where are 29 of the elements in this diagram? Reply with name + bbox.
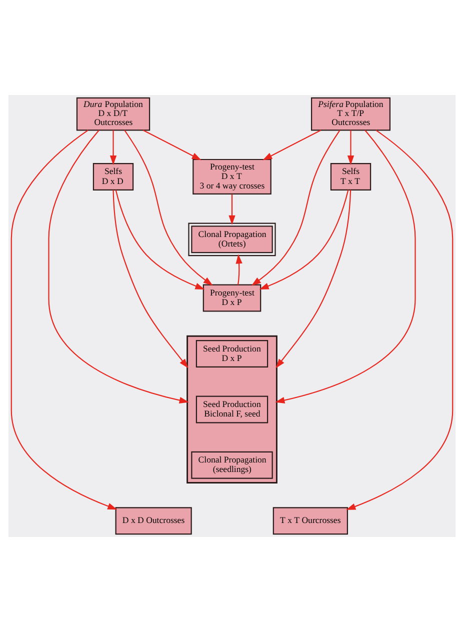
node-box: Clonal Propagation (seedlings) — [191, 450, 273, 478]
node-box: D x D Outcrosses — [115, 506, 192, 534]
arrow — [124, 129, 213, 286]
node-box: Selfs D x D — [92, 162, 134, 190]
node-box: Seed Production D x P — [196, 340, 268, 367]
node-box: Selfs T x T — [330, 162, 372, 190]
arrow — [251, 129, 340, 286]
arrow — [347, 130, 354, 165]
arrow — [10, 129, 118, 510]
node-box: Dura Population D x D/T Outcrosses — [76, 96, 150, 130]
arrow — [228, 194, 236, 224]
arrow — [142, 129, 202, 160]
arrow — [275, 129, 416, 404]
arrow — [48, 129, 189, 404]
node-box: Progeny-test D x P — [202, 284, 262, 312]
arrow — [346, 129, 454, 510]
arrow — [236, 254, 242, 284]
arrow — [112, 189, 188, 368]
node-box: T x T Ourcrosses — [272, 506, 348, 534]
node-box: Psifera Population T x T/P Outcrosses — [310, 96, 390, 130]
cluster — [186, 334, 278, 483]
arrow — [110, 130, 117, 165]
arrow — [259, 189, 349, 289]
arrow — [262, 129, 322, 160]
arrow — [276, 189, 352, 368]
node-box: Seed Production Biclonal F, seed — [196, 395, 268, 423]
node-box: Progeny-test D x T 3 or 4 way crosses — [192, 158, 272, 194]
arrow — [115, 189, 205, 289]
node-box: Clonal Propagation (Ortets) — [188, 222, 276, 256]
